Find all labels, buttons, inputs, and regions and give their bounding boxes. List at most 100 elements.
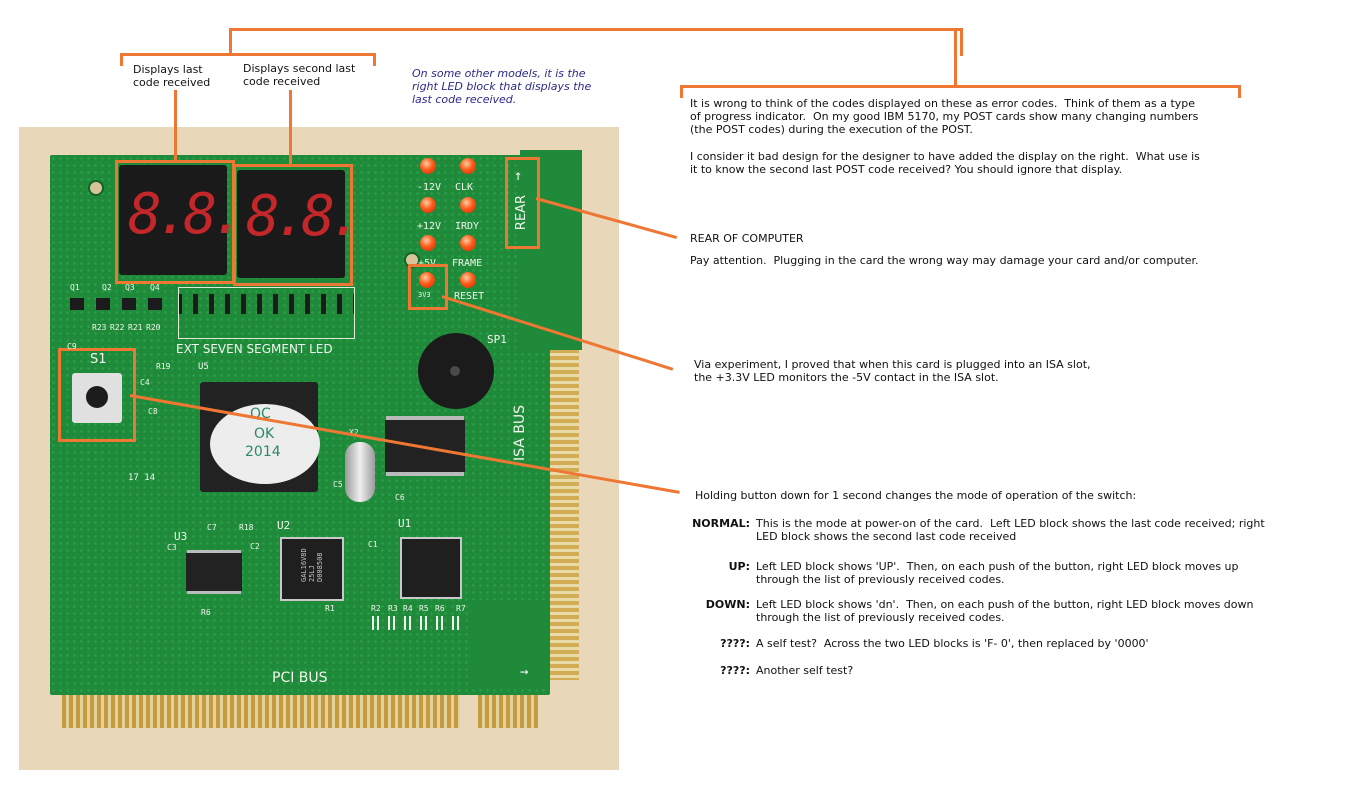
sticker-ok: OK [254, 426, 275, 442]
led-reset [460, 272, 476, 288]
mode-text: This is the mode at power-on of the card… [756, 517, 1265, 543]
second-last-code-note: Displays second last code received [243, 62, 356, 88]
component-label: C6 [395, 493, 405, 502]
led-irdy [460, 197, 476, 213]
led-12v [420, 197, 436, 213]
led-5v [420, 235, 436, 251]
top-connector-drop [954, 28, 957, 86]
led-label: 3V3 [418, 291, 431, 299]
rear-arrow-icon: ↑ [514, 168, 523, 184]
rear-highlight [505, 157, 540, 249]
u5-label: U5 [198, 362, 209, 372]
ext-segment-header [178, 287, 355, 339]
mode-text: Another self test? [756, 664, 854, 677]
component-label: C8 [148, 407, 158, 416]
bottom-r-label: R2 [371, 604, 381, 613]
led-3v3-highlight [408, 264, 448, 310]
bottom-r-label: R4 [403, 604, 413, 613]
button-intro: Holding button down for 1 second changes… [695, 489, 1137, 502]
led-frame [460, 235, 476, 251]
transistor-row [70, 298, 168, 310]
led-12v-neg [420, 158, 436, 174]
u1-label: U1 [398, 517, 412, 530]
led-label: +12V [417, 221, 442, 232]
top-bracket-left [120, 53, 376, 66]
mode-key: NORMAL: [692, 517, 750, 530]
crystal-x2 [345, 442, 375, 502]
mode-text: Left LED block shows 'UP'. Then, on each… [756, 560, 1239, 586]
led-experiment-note: Via experiment, I proved that when this … [694, 358, 1091, 384]
last-code-highlight [115, 160, 235, 284]
led-label: -12V [417, 182, 442, 193]
component-label: C7 [207, 523, 217, 532]
s1-label: S1 [90, 352, 107, 367]
led-label: RESET [454, 291, 485, 302]
u1-chip [400, 537, 462, 599]
u2-chip [280, 537, 344, 601]
bottom-r-label: R6 [435, 604, 445, 613]
second-last-code-highlight [233, 164, 353, 286]
rear-label: REAR [514, 194, 530, 231]
pointer-line [289, 90, 292, 164]
top-connector [229, 28, 963, 56]
top-bracket-right [680, 85, 1241, 98]
component-label: C5 [333, 480, 343, 489]
component-label: R1 [325, 604, 335, 613]
led-label: IRDY [455, 221, 480, 232]
seven-segment-right [237, 170, 345, 278]
u2-label: U2 [277, 519, 291, 532]
component-label: C4 [140, 378, 150, 387]
mode-key: ????: [720, 637, 750, 650]
ext-segment-label: EXT SEVEN SEGMENT LED [176, 342, 333, 356]
s1-button-cap[interactable] [86, 386, 108, 408]
resistor-row [372, 616, 468, 630]
pci-arrow-icon: → [520, 664, 529, 680]
last-code-note: Displays last code received [133, 63, 211, 89]
codes-explanation-p1: It is wrong to think of the codes displa… [690, 97, 1199, 136]
other-models-note: On some other models, it is the right LE… [412, 67, 592, 106]
gal-text: GAL16V8D 25LJ D008508 [300, 548, 324, 582]
buzzer-hole [450, 366, 460, 376]
component-label: C1 [368, 540, 378, 549]
led-3v3 [419, 272, 435, 288]
mode-text: A self test? Across the two LED blocks i… [756, 637, 1149, 650]
seven-segment-left [119, 165, 227, 275]
q-label: Q4 [150, 283, 160, 292]
bottom-r-label: R7 [456, 604, 466, 613]
u3-label: U3 [174, 530, 188, 543]
bottom-r-label: R3 [388, 604, 398, 613]
component-label: C2 [250, 542, 260, 551]
component-label: C9 [67, 342, 77, 351]
rear-warning: Pay attention. Plugging in the card the … [690, 254, 1199, 267]
mode-text: Left LED block shows 'dn'. Then, on each… [756, 598, 1254, 624]
led-label: +5V [418, 258, 437, 269]
led-label: FRAME [452, 258, 483, 269]
component-label: R18 [239, 523, 254, 532]
component-label: 17 14 [128, 473, 156, 483]
r-label: R23 [92, 323, 107, 332]
q-label: Q2 [102, 283, 112, 292]
s1-button-highlight [58, 348, 136, 442]
pcb-bottom-extension [470, 600, 550, 688]
pci-bus-label: PCI BUS [272, 670, 328, 686]
pointer-line [174, 90, 177, 160]
sp1-label: SP1 [487, 333, 507, 346]
r-label: R20 [146, 323, 161, 332]
component-label: C3 [167, 543, 177, 552]
mode-key: UP: [728, 560, 750, 573]
led-clk [460, 158, 476, 174]
bottom-r-label: R5 [419, 604, 429, 613]
mode-key: ????: [720, 664, 750, 677]
component-label: R19 [156, 362, 171, 371]
pcb-board-extension [520, 150, 582, 350]
mode-key: DOWN: [705, 598, 750, 611]
codes-explanation-p2: I consider it bad design for the designe… [690, 150, 1200, 176]
u3-chip [186, 553, 242, 591]
isa-bus-label: ISA BUS [512, 404, 529, 462]
sticker-year: 2014 [245, 444, 281, 460]
rear-title: REAR OF COMPUTER [690, 232, 804, 245]
component-label: R6 [201, 608, 211, 617]
q-label: Q1 [70, 283, 80, 292]
q-label: Q3 [125, 283, 135, 292]
led-label: CLK [455, 182, 474, 193]
